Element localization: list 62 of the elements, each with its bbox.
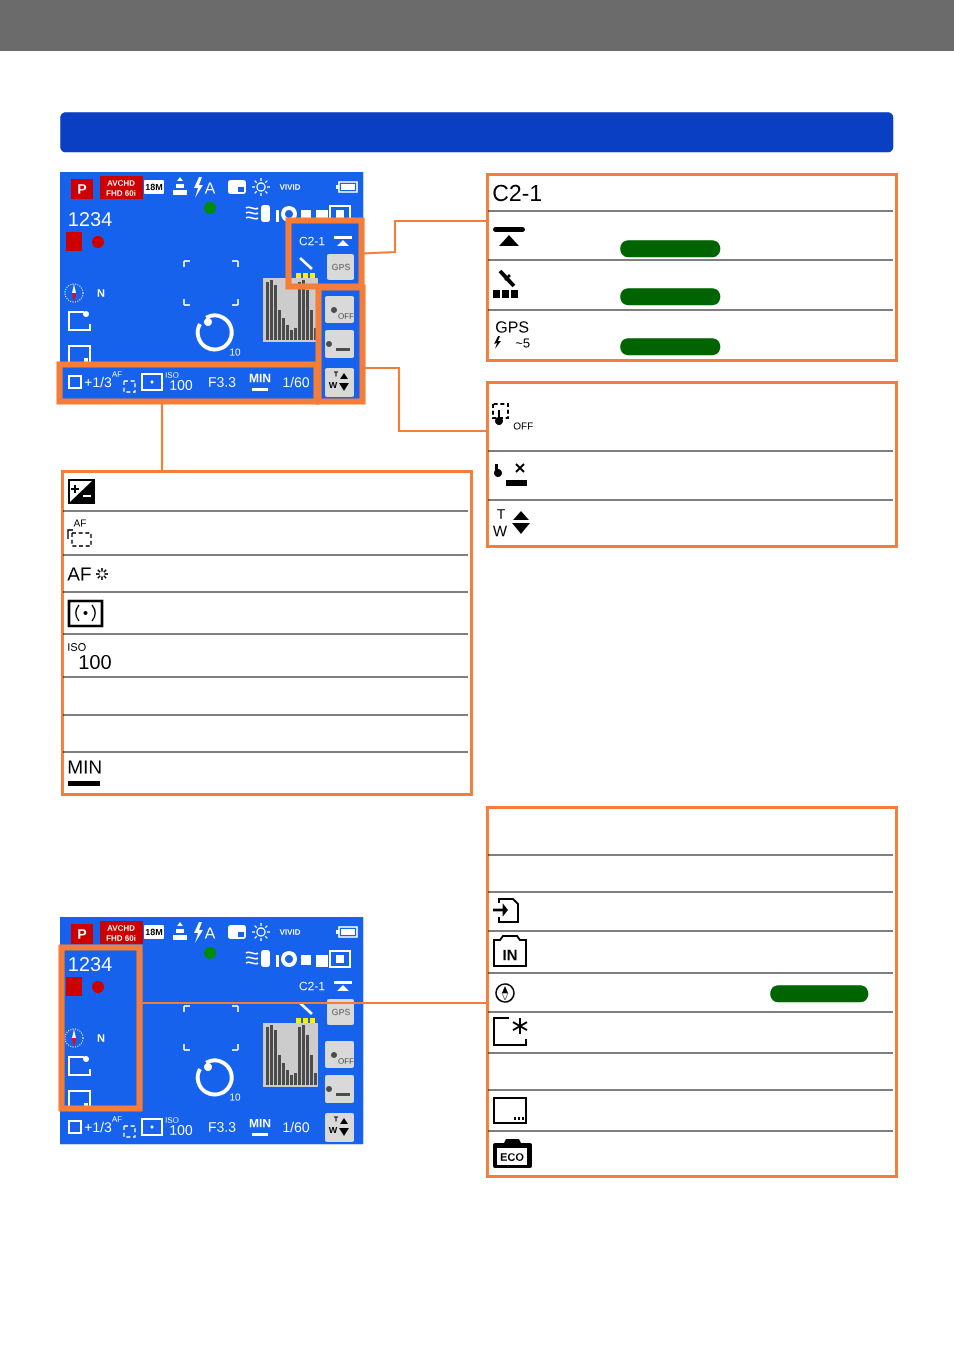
icon-text: T <box>497 509 505 519</box>
screen-text: AF <box>111 371 122 377</box>
icon-text: IN <box>503 949 517 961</box>
icon-text: OFF <box>513 422 533 430</box>
screen-text: W <box>328 1126 338 1134</box>
screen-text: W <box>328 381 338 389</box>
screen-text: N <box>97 1034 105 1042</box>
screen-text: A <box>204 182 216 194</box>
screen-text: ISO <box>165 372 179 378</box>
connector-line <box>363 219 486 255</box>
icon-text: 100 <box>79 654 111 670</box>
icon-text: ISO <box>68 643 86 651</box>
screen-text: P <box>78 184 87 194</box>
screen-text: FHD 60i <box>106 935 136 941</box>
screen-text: OFF <box>338 1058 354 1064</box>
screen-text: 18M <box>145 928 163 936</box>
title-bar <box>60 112 894 153</box>
icon-text: C2-1 <box>493 184 541 202</box>
icon-text: W <box>493 525 507 537</box>
screen-text: FHD 60i <box>106 190 136 196</box>
screen-text: P <box>78 929 87 939</box>
icon-text: GPS <box>496 321 529 333</box>
screen-text: AF <box>111 1116 122 1122</box>
screen-text: N <box>97 289 105 297</box>
screen-text: 100 <box>170 1125 193 1135</box>
screen-text: 1/60 <box>283 376 310 388</box>
screen-text: 1234 <box>69 956 112 972</box>
screen-text: ISO <box>165 1117 179 1123</box>
tag-pill <box>620 240 721 258</box>
screen-text: 1/60 <box>283 1121 310 1133</box>
tag-pill <box>620 338 721 356</box>
screen-text: MIN <box>249 1118 271 1128</box>
screen-text: C2-1 <box>299 981 325 991</box>
icon-text: MIN <box>68 760 101 774</box>
screen-text: +1/3 <box>84 1121 112 1133</box>
screen-text: A <box>204 927 216 939</box>
connector-line <box>160 403 164 470</box>
screen-text: F3.3 <box>209 377 236 387</box>
screen-text: AVCHD <box>107 925 135 931</box>
screen-text: 1234 <box>69 211 112 227</box>
screen-text: OFF <box>338 313 354 319</box>
connector-line <box>141 1001 486 1005</box>
connector-line <box>364 366 486 433</box>
icon-text: ECO <box>500 1153 524 1161</box>
screen-text: 10 <box>230 1093 241 1101</box>
tag-pill <box>770 985 869 1003</box>
screen-text: 100 <box>170 380 193 390</box>
screen-text: VIVID <box>279 184 301 190</box>
screen-text: 18M <box>145 183 163 191</box>
screen-text: C2-1 <box>299 236 325 246</box>
icon-text: ~5 <box>515 338 530 348</box>
screen-text: +1/3 <box>84 376 112 388</box>
screen-text: AVCHD <box>107 180 135 186</box>
icon-text: AF <box>73 519 86 527</box>
screen-text: GPS <box>331 1008 351 1016</box>
icon-text: AF <box>67 567 91 581</box>
screen-text: VIVID <box>279 929 301 935</box>
tag-pill <box>620 288 721 306</box>
screen-text: MIN <box>249 373 271 383</box>
screen-text: 10 <box>230 348 241 356</box>
screen-text: GPS <box>331 263 351 271</box>
screen-text: F3.3 <box>209 1122 236 1132</box>
